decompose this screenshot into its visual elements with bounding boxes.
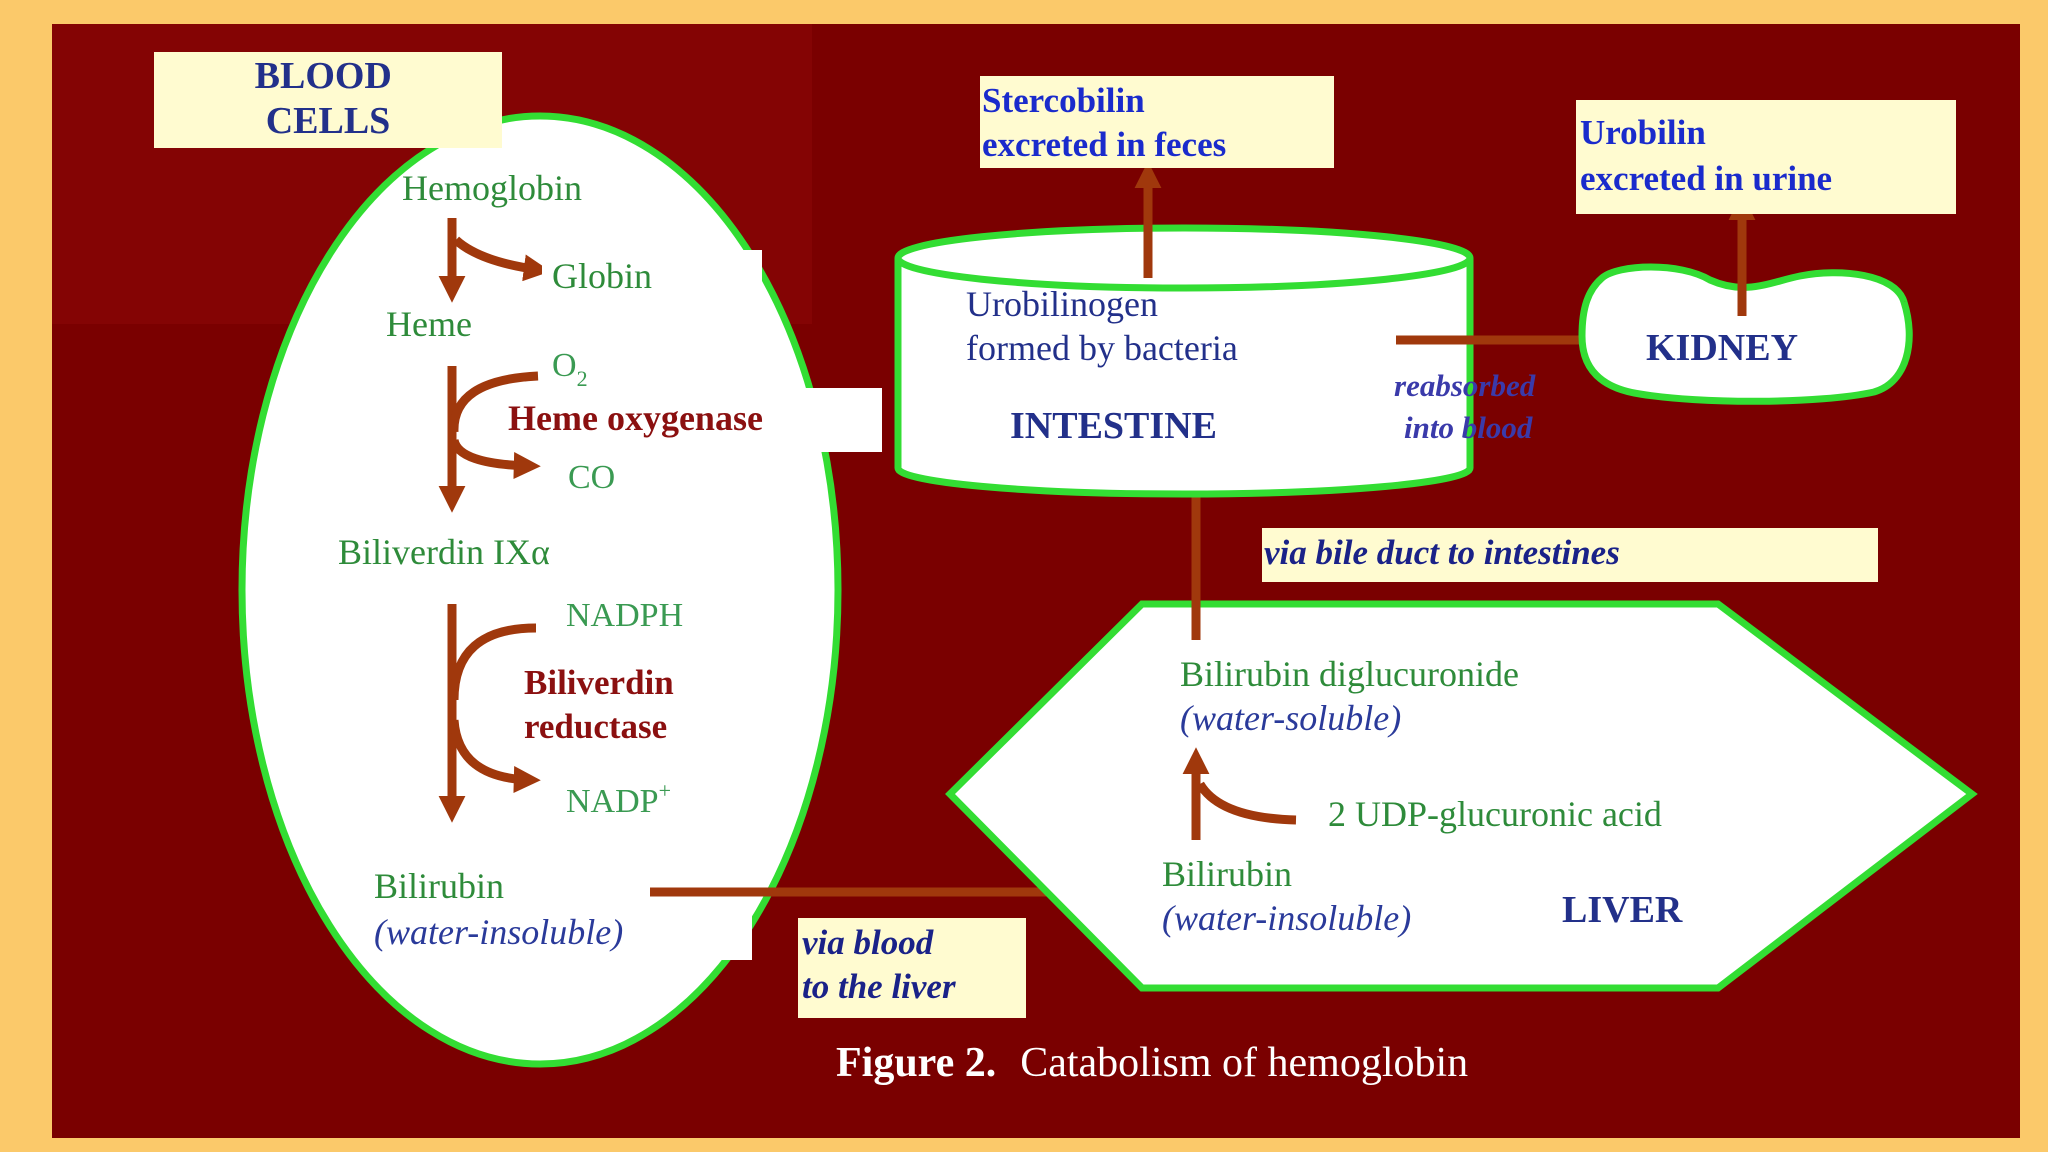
arrow-o2-in [449,371,539,433]
bilirubin-blood-text: Bilirubin [374,866,504,906]
nadph-text: NADPH [566,597,683,634]
hemoglobin-text: Hemoglobin [402,168,582,208]
liver-label: LIVER [1562,889,1683,931]
diglucuronide-text: Bilirubin diglucuronide [1180,654,1519,694]
bilirubin-liver-text: Bilirubin [1162,854,1292,894]
blood-cell-ellipse [238,112,842,1068]
urobilin-box [1576,100,1956,214]
bilirubin-insoluble-box [370,906,752,960]
kidney-label: KIDNEY [1646,327,1798,369]
o2-text: O2 [552,347,588,391]
bilirubin-liver-note: (water-insoluble) [1162,898,1411,938]
intestine-label: INTESTINE [1010,405,1217,447]
reabsorbed-text: reabsorbed into blood [1394,368,1543,445]
udp-text: 2 UDP-glucuronic acid [1328,794,1662,834]
figure-caption: Figure 2.Catabolism of hemoglobin [836,1040,1468,1086]
liver-hexagon [945,600,1978,992]
arrow-nadp-out [449,719,541,794]
arrow-co-out [449,438,541,480]
arrow-nadph-in [449,623,537,701]
globin-box [542,250,762,304]
via-bile-text: via bile duct to intestines [1264,533,1620,572]
nadp-text: NADP+ [566,778,671,820]
co-text: CO [568,459,615,496]
urobilinogen-text: Urobilinogen formed by bacteria [966,284,1238,368]
blood-cells-label: BLOOD CELLS [255,55,402,142]
via-bile-box [1262,528,1878,582]
globin-text: Globin [552,256,652,296]
stercobilin-box [980,76,1334,168]
stercobilin-text: Stercobilin excreted in feces [982,81,1226,164]
bilirubin-blood-note: (water-insoluble) [374,912,623,952]
arrow-udp-in [1196,781,1297,825]
via-blood-text: via blood to the liver [802,923,956,1006]
blood-cells-label-box [154,52,502,148]
arrow-to-globin [452,236,551,282]
urobilin-text: Urobilin excreted in urine [1580,113,1832,198]
intestine-cylinder-body [894,258,1474,498]
via-blood-box [798,918,1026,1018]
kidney-shape [1578,263,1913,405]
heme-oxygenase-text: Heme oxygenase [508,398,763,438]
biliverdin-text: Biliverdin IXα [338,532,550,572]
diglucuronide-note: (water-soluble) [1180,698,1401,738]
intestine-cylinder-top [894,224,1474,292]
heme-oxygenase-box [496,388,882,452]
heme-text: Heme [386,304,472,344]
biliverdin-reductase-text: Biliverdin reductase [524,663,683,746]
